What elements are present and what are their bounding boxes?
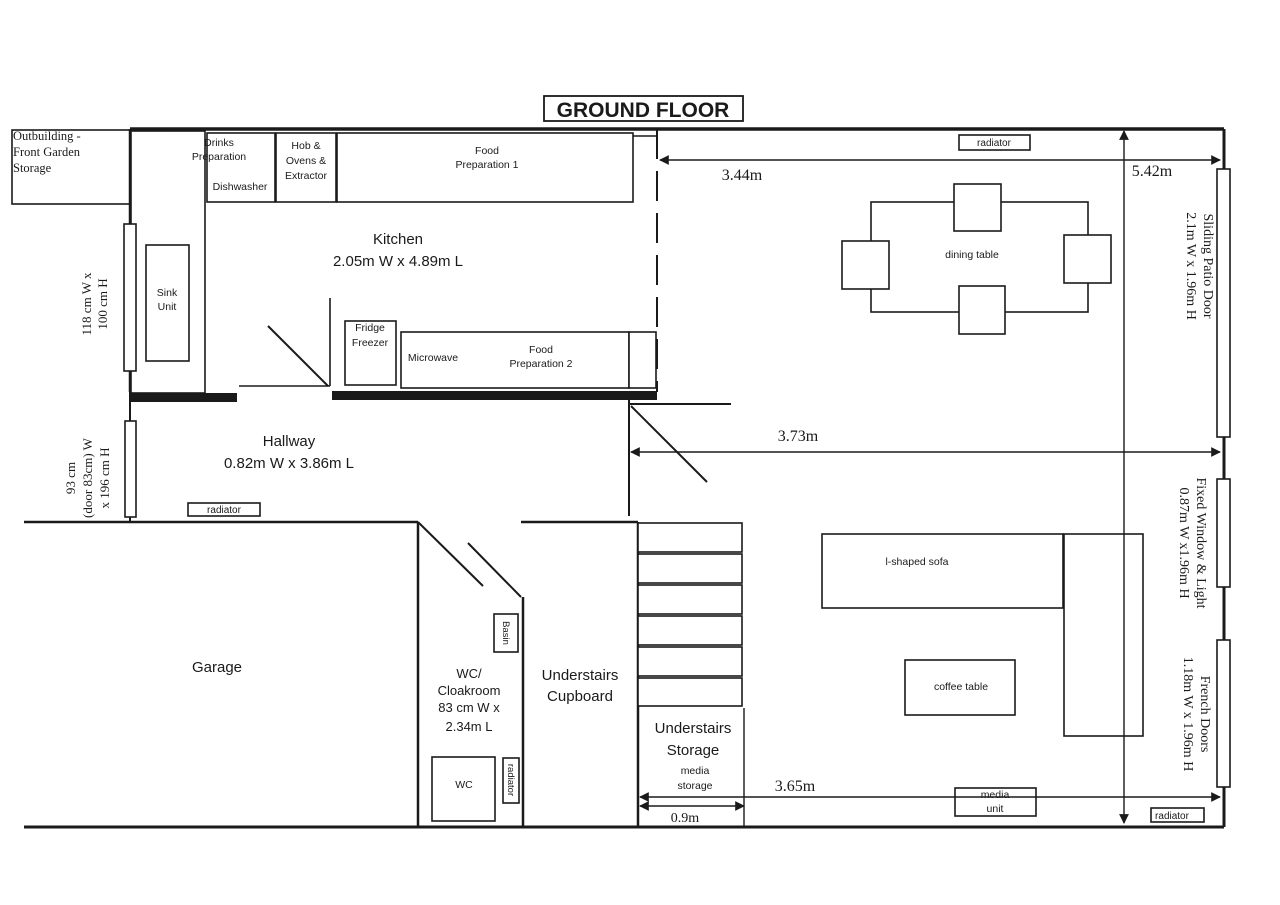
svg-text:Food: Food: [475, 145, 499, 157]
dining-set: dining table: [841, 183, 1112, 335]
sofa-label: l-shaped sofa: [885, 556, 948, 568]
svg-text:93 cm: 93 cm: [63, 462, 78, 494]
svg-text:French Doors: French Doors: [1197, 676, 1212, 753]
garage-name: Garage: [192, 659, 242, 676]
svg-text:Dishwasher: Dishwasher: [213, 181, 268, 193]
understairs-cupboard-label-2: Cupboard: [547, 688, 613, 705]
kitchen-size: 2.05m W x 4.89m L: [333, 253, 463, 270]
svg-text:WC: WC: [455, 779, 473, 791]
page-title: GROUND FLOOR: [557, 99, 730, 122]
svg-text:(door 83cm) W: (door 83cm) W: [80, 437, 95, 518]
dim-344: 3.44m: [722, 167, 763, 184]
right-openings: Sliding Patio Door 2.1m W x 1.96m H Fixe…: [1176, 168, 1231, 788]
svg-text:Preparation: Preparation: [192, 151, 246, 163]
svg-text:Ovens &: Ovens &: [286, 155, 326, 167]
media-storage-label-2: storage: [677, 780, 712, 792]
dining-table-label: dining table: [945, 249, 999, 261]
media-unit-label-2: unit: [987, 803, 1004, 815]
svg-text:radiator: radiator: [207, 505, 242, 516]
svg-text:Microwave: Microwave: [408, 352, 458, 364]
svg-text:radiator: radiator: [1155, 811, 1190, 822]
svg-text:Freezer: Freezer: [352, 337, 389, 349]
outbuilding: Outbuilding - Front Garden Storage: [11, 129, 131, 205]
svg-text:1.18m W x 1.96m H: 1.18m W x 1.96m H: [1180, 657, 1195, 772]
svg-text:WC/: WC/: [456, 666, 482, 681]
svg-text:radiator: radiator: [977, 138, 1012, 149]
svg-text:Outbuilding -: Outbuilding -: [13, 129, 81, 143]
dimension-lines: [630, 130, 1221, 824]
svg-text:2.34m L: 2.34m L: [446, 719, 493, 734]
wc-cloakroom: Basin WC WC/ Cloakroom 83 cm W x 2.34m L: [431, 613, 519, 822]
dim-09: 0.9m: [671, 811, 700, 826]
svg-text:Hob &: Hob &: [291, 140, 320, 152]
title-box: [543, 95, 744, 122]
svg-text:Preparation 1: Preparation 1: [455, 159, 518, 171]
svg-text:100 cm H: 100 cm H: [95, 278, 110, 329]
svg-text:Drinks: Drinks: [204, 137, 234, 149]
svg-text:Cloakroom: Cloakroom: [438, 683, 501, 698]
svg-text:118 cm W x: 118 cm W x: [79, 272, 94, 335]
radiators: radiator radiator radiator radiator: [187, 134, 1205, 823]
svg-text:x 196 cm H: x 196 cm H: [97, 447, 112, 508]
hallway-size: 0.82m W x 3.86m L: [224, 455, 354, 472]
svg-text:Extractor: Extractor: [285, 170, 328, 182]
hallway-name: Hallway: [263, 433, 316, 450]
svg-text:83 cm W x: 83 cm W x: [438, 700, 500, 715]
svg-text:Storage: Storage: [13, 161, 52, 175]
living-set: l-shaped sofa coffee table media unit: [821, 533, 1144, 817]
kitchen-fixtures: Sink Unit Drinks Preparation Dishwasher …: [130, 130, 657, 394]
understairs-storage-label-2: Storage: [667, 742, 720, 759]
dim-365: 3.65m: [775, 778, 816, 795]
svg-text:Sink: Sink: [157, 287, 178, 299]
media-unit-label: media: [981, 789, 1010, 801]
svg-text:Fridge: Fridge: [355, 322, 385, 334]
svg-text:Unit: Unit: [158, 301, 177, 313]
svg-text:0.87m W x1.96m H: 0.87m W x1.96m H: [1176, 487, 1191, 598]
svg-text:2.1m W x 1.96m H: 2.1m W x 1.96m H: [1183, 212, 1198, 320]
media-storage-label: media: [681, 765, 710, 777]
svg-text:Basin: Basin: [500, 621, 511, 645]
svg-text:radiator: radiator: [505, 764, 516, 796]
coffee-table-label: coffee table: [934, 681, 988, 693]
stairs: [637, 522, 745, 827]
dim-373: 3.73m: [778, 428, 819, 445]
svg-text:Sliding Patio Door: Sliding Patio Door: [1200, 213, 1215, 318]
kitchen-name: Kitchen: [373, 231, 423, 248]
svg-text:Preparation 2: Preparation 2: [509, 358, 572, 370]
understairs-cupboard-label: Understairs: [542, 667, 619, 684]
svg-text:Food: Food: [529, 344, 553, 356]
dim-542: 5.42m: [1132, 163, 1173, 180]
understairs-storage-label: Understairs: [655, 720, 732, 737]
left-windows: 118 cm W x 100 cm H 93 cm (door 83cm) W …: [63, 223, 137, 518]
svg-text:Fixed Window & Light: Fixed Window & Light: [1193, 477, 1208, 608]
svg-text:Front Garden: Front Garden: [13, 145, 81, 159]
